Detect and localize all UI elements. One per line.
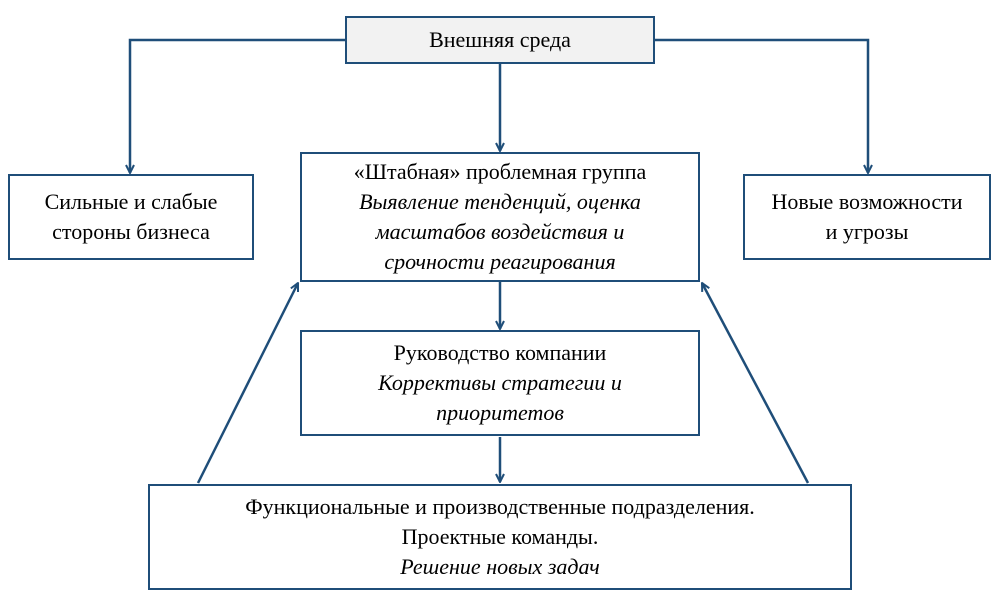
strengths-line-1: Сильные и слабые <box>44 189 218 214</box>
divisions-desc: Решение новых задач <box>400 554 600 579</box>
edge-env-to-opportunities <box>655 38 868 173</box>
external-environment-label: Внешняя среда <box>429 27 571 52</box>
staff-group-desc-line-1: Выявление тенденций, оценка <box>359 189 641 214</box>
opportunities-line-2: и угрозы <box>825 219 909 244</box>
external-environment-box: Внешняя среда <box>345 16 655 64</box>
staff-problem-group-box: «Штабная» проблемная группа Выявление те… <box>300 152 700 282</box>
divisions-box: Функциональные и производственные подраз… <box>148 484 852 590</box>
edge-divisions-to-staff-right <box>700 283 810 484</box>
strengths-weaknesses-box: Сильные и слабые стороны бизнеса <box>8 174 254 260</box>
staff-group-desc-line-2: масштабов воздействия и <box>375 219 625 244</box>
opportunities-line-1: Новые возможности <box>771 189 963 214</box>
divisions-line-2: Проектные команды. <box>401 524 599 549</box>
staff-group-desc-line-3: срочности реагирования <box>384 249 616 274</box>
opportunities-threats-box: Новые возможности и угрозы <box>743 174 991 260</box>
edge-divisions-to-staff-left <box>196 283 300 484</box>
staff-group-title: «Штабная» проблемная группа <box>353 159 647 184</box>
management-desc-line-1: Коррективы стратегии и <box>378 370 622 395</box>
strengths-line-2: стороны бизнеса <box>52 219 210 244</box>
edge-env-to-strengths <box>130 38 345 173</box>
divisions-line-1: Функциональные и производственные подраз… <box>245 494 755 519</box>
management-title: Руководство компании <box>393 340 607 365</box>
management-desc-line-2: приоритетов <box>436 400 564 425</box>
company-management-box: Руководство компании Коррективы стратеги… <box>300 330 700 436</box>
